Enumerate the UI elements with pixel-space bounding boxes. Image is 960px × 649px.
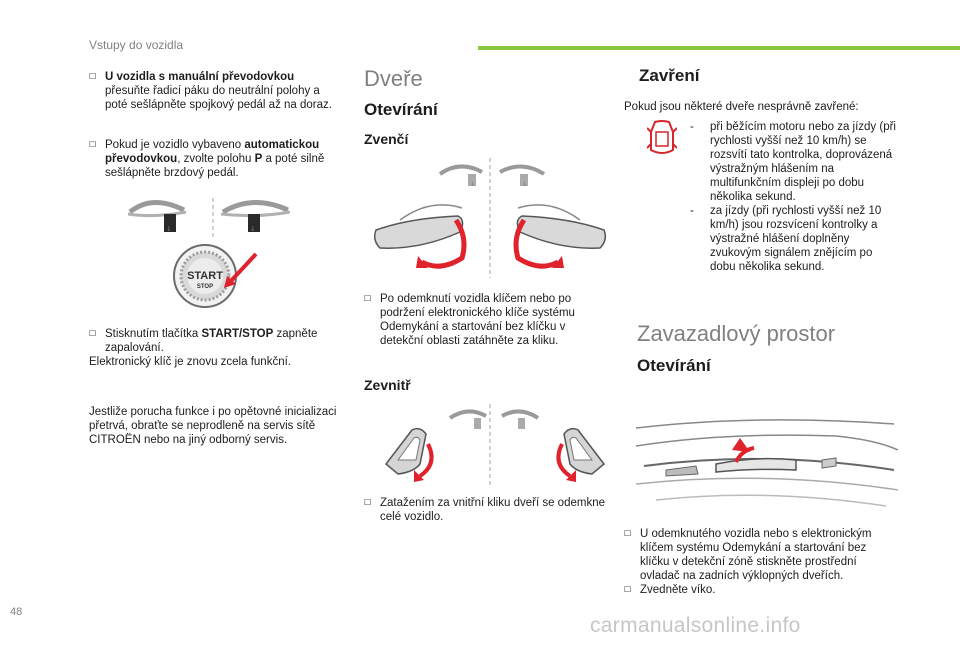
- page-number: 48: [10, 606, 23, 618]
- steering-wheel-icon: [448, 409, 487, 429]
- closing-intro: Pokud jsou některé dveře nesprávně zavře…: [624, 101, 859, 113]
- trunk-title: Zavazadlový prostor: [637, 321, 836, 346]
- manual-gearbox-text: přesuňte řadicí páku do neutrální polohy…: [105, 85, 332, 111]
- inside-handle-illustration: [384, 404, 606, 486]
- start-label: START: [187, 270, 223, 282]
- lift-arrow-icon: [732, 438, 750, 452]
- svg-text:↓: ↓: [166, 225, 172, 233]
- pull-arrow-icon: [552, 256, 564, 268]
- stop-label: STOP: [197, 284, 213, 290]
- tailgate-handle: [715, 457, 797, 473]
- trunk-item-2-text: Zvedněte víko.: [624, 583, 894, 597]
- header-accent-bar: [478, 46, 960, 50]
- inner-handle-right: [556, 427, 606, 482]
- watermark: carmanualsonline.info: [590, 614, 801, 637]
- col1-note: Elektronický klíč je znovu zcela funkční…: [89, 356, 291, 368]
- startstop-text-2: zapněte zapalování.: [105, 328, 318, 354]
- pull-arrow-icon: [414, 470, 424, 482]
- steering-wheel-icon: ↓: [438, 164, 483, 188]
- trunk-item-1-text: U odemknutého vozidla nebo s elektronick…: [624, 527, 894, 583]
- col1-paragraph: Jestliže porucha funkce i po opětovné in…: [89, 406, 337, 446]
- closing-dash-1-text: při běžícím motoru nebo za jízdy (při ry…: [690, 120, 900, 204]
- closing-dash-2-text: za jízdy (při rychlosti vyšší než 10 km/…: [690, 204, 900, 274]
- auto-text-3: a poté silně sešlápněte brzdový pedál.: [105, 153, 325, 179]
- start-stop-button: START STOP: [173, 244, 237, 308]
- svg-text:↓: ↓: [250, 225, 256, 233]
- door-open-warning-icon: [647, 120, 677, 154]
- trunk-item-2: Zvedněte víko.: [624, 583, 894, 597]
- section-title: Vstupy do vozidla: [89, 38, 184, 52]
- outside-heading: Zvenčí: [364, 131, 409, 147]
- tailgate-illustration: [636, 419, 898, 507]
- auto-text-2: , zvolte polohu: [177, 153, 255, 165]
- col1-item-startstop: Stisknutím tlačítka START/STOP zapněte z…: [89, 327, 344, 355]
- trunk-item-1: U odemknutého vozidla nebo s elektronick…: [624, 527, 894, 583]
- start-stop-illustration: ↓ ↓ START STOP: [127, 198, 291, 308]
- startstop-text-1: Stisknutím tlačítka: [105, 328, 202, 340]
- svg-text:↓: ↓: [522, 181, 527, 188]
- inner-handle-left: [384, 427, 434, 482]
- doors-opening-heading: Otevírání: [364, 100, 438, 119]
- svg-text:↓: ↓: [470, 181, 475, 188]
- closing-heading: Zavření: [639, 66, 700, 85]
- outside-text: Po odemknutí vozidla klíčem nebo po podr…: [364, 292, 599, 348]
- closing-dash-1: při běžícím motoru nebo za jízdy (při ry…: [690, 120, 900, 204]
- auto-bold-1: automatickou převodovkou: [105, 139, 320, 165]
- trunk-opening-heading: Otevírání: [637, 356, 711, 375]
- outside-handle-illustration: ↓ ↓: [373, 158, 607, 278]
- pull-arrow-icon: [566, 470, 576, 482]
- steering-wheel-icon: ↓: [127, 200, 187, 233]
- outside-item: Po odemknutí vozidla klíčem nebo po podr…: [364, 292, 599, 348]
- closing-dash-2: za jízdy (při rychlosti vyšší než 10 km/…: [690, 204, 900, 274]
- door-handle-right: [513, 204, 607, 269]
- steering-wheel-icon: [501, 409, 540, 429]
- doors-title: Dveře: [364, 66, 423, 91]
- press-arrow-icon: [224, 276, 236, 288]
- pull-arrow-icon: [416, 256, 428, 268]
- inside-heading: Zevnitř: [364, 377, 411, 393]
- inside-item: Zatažením za vnitřní kliku dveří se odem…: [364, 496, 619, 524]
- auto-text-1: Pokud je vozidlo vybaveno: [105, 139, 245, 151]
- col1-item-automatic: Pokud je vozidlo vybaveno automatickou p…: [89, 138, 344, 180]
- inside-text: Zatažením za vnitřní kliku dveří se odem…: [364, 496, 619, 524]
- door-handle-left: [373, 204, 467, 269]
- startstop-bold: START/STOP: [201, 328, 274, 340]
- manual-gearbox-label: U vozidla s manuální převodovkou: [105, 71, 295, 83]
- steering-wheel-icon: ↓: [499, 164, 546, 188]
- steering-wheel-icon: ↓: [220, 199, 291, 233]
- auto-bold-2: P: [254, 153, 263, 165]
- col1-item-manual: U vozidla s manuální převodovkou přesuňt…: [89, 70, 344, 112]
